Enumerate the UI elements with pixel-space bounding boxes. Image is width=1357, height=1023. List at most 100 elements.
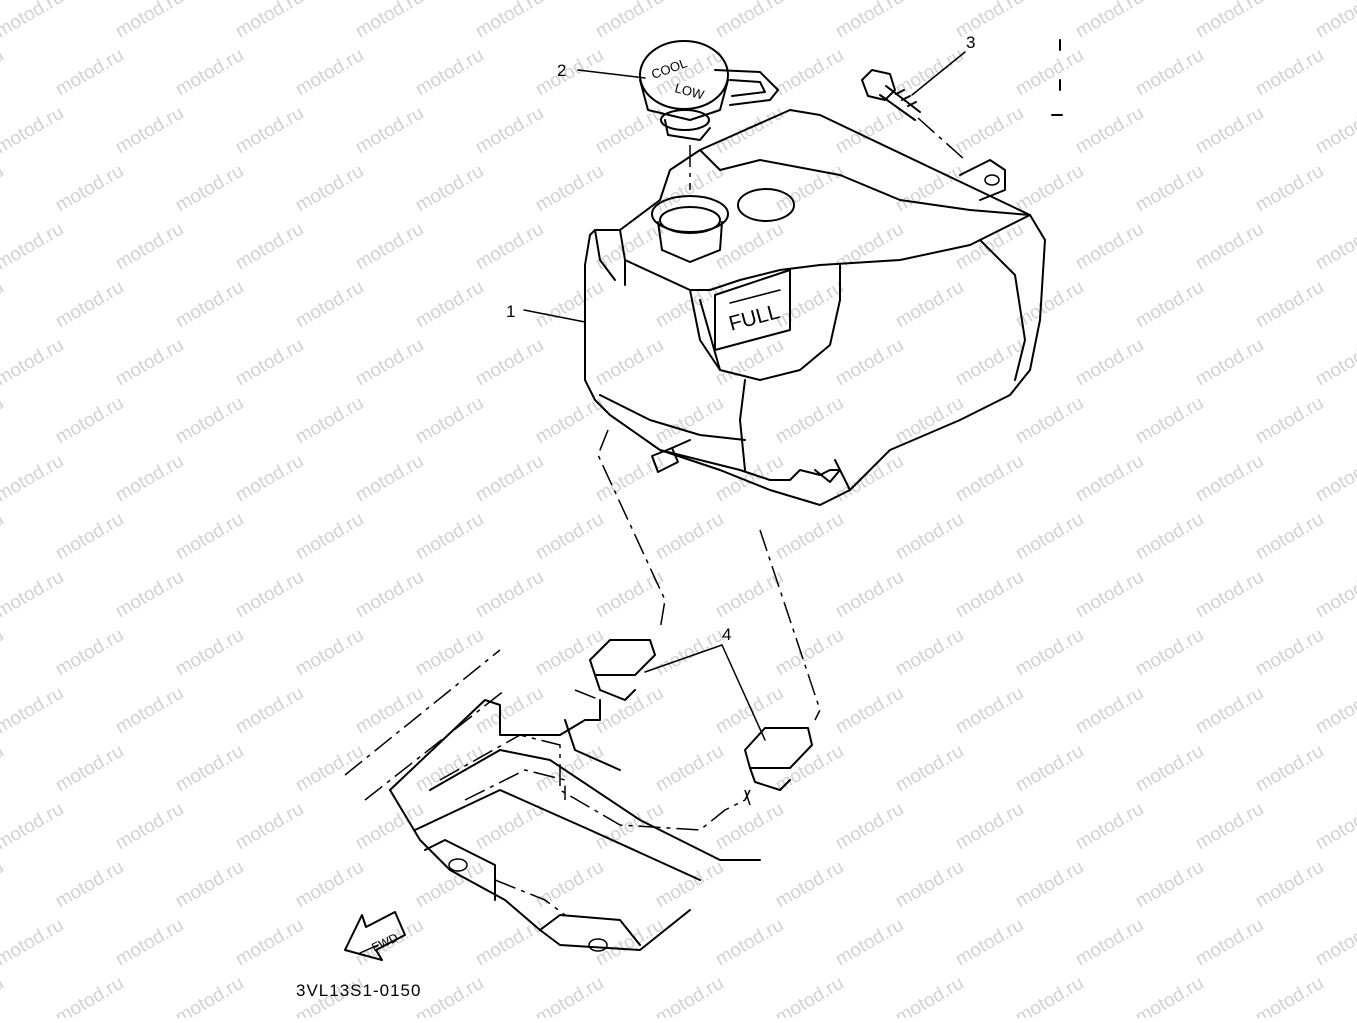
- watermark-text: motod.ru: [1132, 857, 1207, 913]
- watermark-text: motod.ru: [832, 219, 907, 275]
- watermark-text: motod.ru: [52, 161, 127, 217]
- watermark-text: motod.ru: [772, 393, 847, 449]
- watermark-text: motod.ru: [52, 741, 127, 797]
- watermark-text: motod.ru: [592, 0, 667, 42]
- watermark-text: motod.ru: [1012, 741, 1087, 797]
- watermark-text: motod.ru: [292, 857, 367, 913]
- watermark-text: motod.ru: [172, 277, 247, 333]
- watermark-text: motod.ru: [292, 393, 367, 449]
- watermark-text: motod.ru: [832, 799, 907, 855]
- watermark-text: motod.ru: [592, 335, 667, 391]
- watermark-text: motod.ru: [952, 799, 1027, 855]
- watermark-text: motod.ru: [772, 277, 847, 333]
- watermark-text: motod.ru: [0, 0, 67, 42]
- watermark-text: motod.ru: [532, 277, 607, 333]
- watermark-text: motod.ru: [652, 625, 727, 681]
- watermark-text: motod.ru: [1012, 625, 1087, 681]
- watermark-text: motod.ru: [352, 0, 427, 42]
- watermark-text: motod.ru: [832, 335, 907, 391]
- watermark-text: motod.ru: [1192, 567, 1267, 623]
- watermark-text: motod.ru: [472, 103, 547, 159]
- watermark-text: motod.ru: [52, 625, 127, 681]
- watermark-text: motod.ru: [172, 625, 247, 681]
- watermark-text: motod.ru: [1192, 0, 1267, 42]
- diagram-code: 3VL13S1-0150: [296, 981, 421, 1000]
- watermark-text: motod.ru: [112, 567, 187, 623]
- watermark-text: motod.ru: [1072, 567, 1147, 623]
- watermark-text: motod.ru: [52, 509, 127, 565]
- watermark-text: motod.ru: [592, 799, 667, 855]
- callout-3: 3: [966, 33, 975, 52]
- watermark-text: motod.ru: [832, 915, 907, 971]
- watermark-text: motod.ru: [652, 741, 727, 797]
- watermark-text: motod.ru: [1132, 509, 1207, 565]
- watermark-text: motod.ru: [1312, 103, 1357, 159]
- watermark-text: motod.ru: [412, 161, 487, 217]
- watermark-text: motod.ru: [1012, 393, 1087, 449]
- watermark-text: motod.ru: [232, 335, 307, 391]
- frame-bracket: [344, 649, 761, 952]
- watermark-text: motod.ru: [292, 277, 367, 333]
- watermark-text: motod.ru: [1072, 0, 1147, 42]
- watermark-text: motod.ru: [172, 393, 247, 449]
- watermark-text: motod.ru: [232, 683, 307, 739]
- watermark-text: motod.ru: [1312, 567, 1357, 623]
- watermark-text: motod.ru: [712, 335, 787, 391]
- watermark-text: motod.ru: [1132, 973, 1207, 1018]
- watermark-text: motod.ru: [712, 0, 787, 42]
- watermark-text: motod.ru: [0, 45, 7, 101]
- watermark-text: motod.ru: [952, 0, 1027, 42]
- watermark-text: motod.ru: [892, 741, 967, 797]
- watermark-text: motod.ru: [1012, 857, 1087, 913]
- watermark-text: motod.ru: [352, 335, 427, 391]
- watermark-text: motod.ru: [1072, 799, 1147, 855]
- watermark-text: motod.ru: [352, 451, 427, 507]
- watermark-text: motod.ru: [472, 451, 547, 507]
- watermark-text: motod.ru: [532, 741, 607, 797]
- watermark-text: motod.ru: [652, 973, 727, 1018]
- fwd-arrow: FWD: [344, 911, 406, 961]
- watermark-text: motod.ru: [472, 567, 547, 623]
- watermark-text: motod.ru: [172, 509, 247, 565]
- watermark-text: motod.ru: [1192, 103, 1267, 159]
- watermark-text: motod.ru: [772, 625, 847, 681]
- bolt: [861, 69, 966, 161]
- watermark-text: motod.ru: [652, 277, 727, 333]
- watermark-text: motod.ru: [952, 567, 1027, 623]
- watermark-text: motod.ru: [0, 393, 7, 449]
- watermark-text: motod.ru: [352, 567, 427, 623]
- watermark-text: motod.ru: [172, 741, 247, 797]
- watermark-text: motod.ru: [1312, 0, 1357, 42]
- cap-low-text: LOW: [673, 80, 706, 102]
- watermark-text: motod.ru: [352, 219, 427, 275]
- watermark-text: motod.ru: [0, 277, 7, 333]
- watermark-text: motod.ru: [52, 973, 127, 1018]
- watermark-text: motod.ru: [0, 625, 7, 681]
- watermark-text: motod.ru: [412, 393, 487, 449]
- watermark-text: motod.ru: [472, 0, 547, 42]
- watermark-text: motod.ru: [412, 973, 487, 1018]
- watermark-text: motod.ru: [1192, 451, 1267, 507]
- watermark-text: motod.ru: [892, 973, 967, 1018]
- watermark-text: motod.ru: [1192, 335, 1267, 391]
- watermark-text: motod.ru: [832, 0, 907, 42]
- watermark-text: motod.ru: [1192, 219, 1267, 275]
- watermark-text: motod.ru: [0, 799, 67, 855]
- watermark-text: motod.ru: [292, 45, 367, 101]
- watermark-text: motod.ru: [172, 161, 247, 217]
- watermark-text: motod.ru: [772, 45, 847, 101]
- watermark-text: motod.ru: [1132, 393, 1207, 449]
- watermark-text: motod.ru: [892, 393, 967, 449]
- watermark-text: motod.ru: [352, 683, 427, 739]
- watermark-text: motod.ru: [592, 567, 667, 623]
- watermark-text: motod.ru: [892, 857, 967, 913]
- watermark-text: motod.ru: [172, 973, 247, 1018]
- watermark-text: motod.ru: [1312, 683, 1357, 739]
- watermark-text: motod.ru: [1012, 973, 1087, 1018]
- watermark-text: motod.ru: [1252, 625, 1327, 681]
- watermark-text: motod.ru: [592, 915, 667, 971]
- watermark-text: motod.ru: [652, 509, 727, 565]
- watermark-text: motod.ru: [952, 683, 1027, 739]
- watermark-text: motod.ru: [112, 683, 187, 739]
